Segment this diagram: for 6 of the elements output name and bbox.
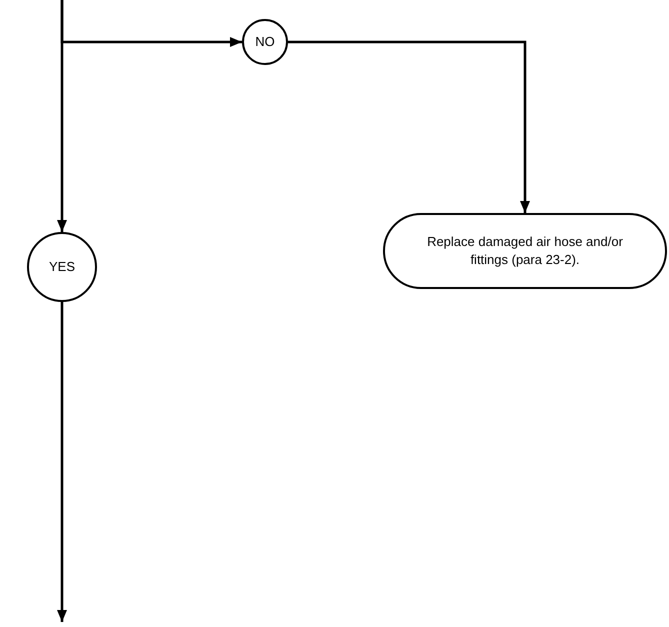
- node-text: YES: [48, 258, 75, 276]
- arrow: [57, 302, 67, 622]
- node-text: NO: [255, 33, 275, 52]
- node-text: Replace damaged air hose and/or fittings (para 23-2).: [426, 233, 624, 269]
- arrow: [57, 0, 67, 232]
- arrow: [288, 40, 530, 213]
